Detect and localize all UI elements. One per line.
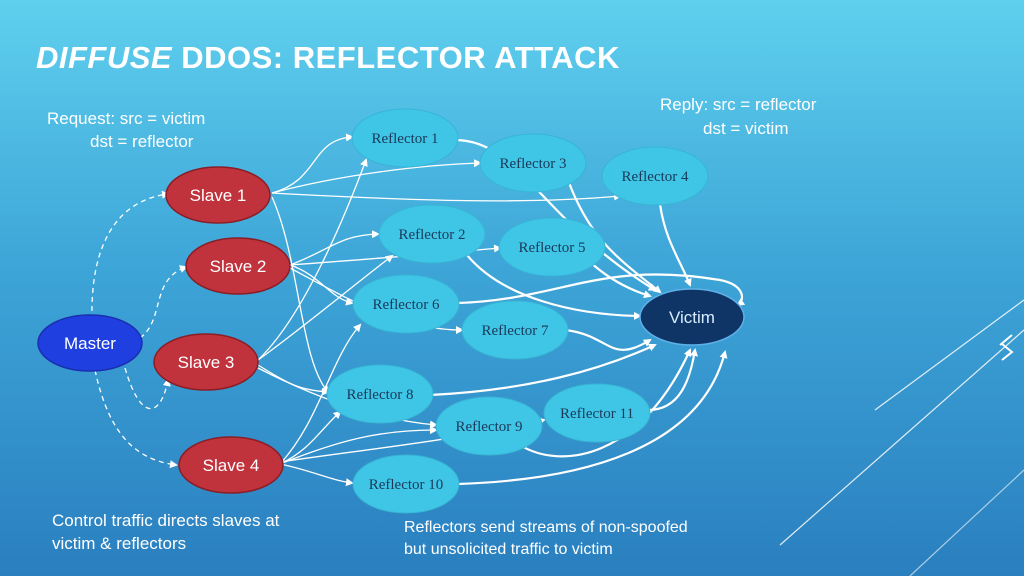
caption-left-line-2: victim & reflectors — [52, 534, 187, 553]
reflector-label-1: Reflector 1 — [371, 131, 438, 147]
reflector-node-10: Reflector 10 — [352, 454, 460, 514]
reflector-label-3: Reflector 3 — [499, 156, 566, 172]
slave-label-3: Slave 3 — [178, 353, 235, 372]
edge-master-slave3 — [124, 367, 171, 410]
reflector-node-11: Reflector 11 — [543, 383, 651, 443]
slave-nodes: Slave 1 Slave 2 Slave 3 Slave 4 — [153, 166, 291, 494]
reply-label: Reply: — [660, 95, 709, 114]
edge-s4-r9 — [279, 426, 438, 465]
victim-node: Victim — [639, 288, 745, 346]
reply-line-1: Reply: src = reflector — [660, 95, 816, 115]
edge-r9-victim — [519, 348, 692, 458]
request-src: src = victim — [119, 109, 206, 128]
request-label: Request: — [47, 109, 116, 128]
reflector-label-2: Reflector 2 — [398, 227, 465, 243]
slave-label-4: Slave 4 — [203, 456, 260, 475]
control-edges — [91, 190, 188, 469]
caption-right: Reflectors send streams of non-spoofed b… — [404, 517, 688, 561]
edge-s4-r6 — [279, 323, 362, 465]
edge-r3-victim — [566, 179, 662, 294]
reflector-label-6: Reflector 6 — [372, 297, 440, 313]
edge-master-slave4 — [94, 369, 178, 469]
master-node: Master — [37, 314, 143, 372]
reflector-label-4: Reflector 4 — [621, 169, 689, 185]
edge-r5-victim — [589, 261, 652, 299]
edge-s1-r1 — [271, 133, 354, 194]
edge-s1-r8 — [271, 196, 330, 394]
edge-s4-r10 — [279, 463, 354, 487]
edge-r7-victim — [564, 328, 652, 351]
reflector-label-11: Reflector 11 — [560, 406, 634, 422]
reflector-label-10: Reflector 10 — [369, 477, 444, 493]
reflector-node-6: Reflector 6 — [352, 274, 460, 334]
edge-r8-victim — [429, 343, 657, 397]
edge-r2-victim — [462, 249, 642, 320]
reflector-label-7: Reflector 7 — [481, 323, 549, 339]
edge-r4-victim — [658, 203, 692, 287]
slave-label-2: Slave 2 — [210, 257, 267, 276]
edge-s3-r1 — [257, 158, 368, 361]
edge-r10-victim — [457, 350, 728, 486]
reply-edges — [429, 138, 746, 486]
reflector-label-9: Reflector 9 — [455, 419, 522, 435]
edge-r6-victim — [457, 273, 746, 307]
reflector-node-1: Reflector 1 — [351, 108, 459, 168]
reflector-node-2: Reflector 2 — [378, 204, 486, 264]
edge-r11-victim — [647, 348, 698, 412]
request-line-1: Request: src = victim — [47, 109, 205, 129]
request-dst: dst = reflector — [90, 132, 194, 151]
edge-s4-r8 — [279, 410, 342, 465]
reflector-node-3: Reflector 3 — [479, 133, 587, 193]
slave-label-1: Slave 1 — [190, 186, 247, 205]
reflector-node-9: Reflector 9 — [435, 396, 543, 456]
victim-label: Victim — [669, 308, 715, 327]
edge-s2-r2 — [289, 230, 380, 266]
edge-s3-r8 — [257, 364, 330, 396]
reflector-node-8: Reflector 8 — [326, 364, 434, 424]
reflector-label-5: Reflector 5 — [518, 240, 585, 256]
master-label: Master — [64, 334, 116, 353]
edge-s3-r2 — [257, 254, 394, 361]
reply-dst: dst = victim — [703, 119, 789, 138]
edge-master-slave2 — [139, 265, 188, 339]
edge-master-slave1 — [91, 190, 170, 321]
title-italic: DIFFUSE — [36, 40, 173, 75]
reflector-nodes: Reflector 1 Reflector 3 Reflector 4 Refl… — [326, 108, 709, 514]
reply-src: src = reflector — [712, 95, 817, 114]
reflector-node-4: Reflector 4 — [601, 146, 709, 206]
caption-left-line-1: Control traffic directs slaves at — [52, 511, 280, 530]
slave-node-4: Slave 4 — [178, 436, 284, 494]
slide-title: DIFFUSE DDOS: REFLECTOR ATTACK — [36, 40, 620, 76]
edge-s1-r3 — [271, 159, 482, 194]
slave-node-2: Slave 2 — [185, 237, 291, 295]
caption-left: Control traffic directs slaves at victim… — [52, 509, 279, 555]
slave-node-1: Slave 1 — [165, 166, 271, 224]
reflector-label-8: Reflector 8 — [346, 387, 413, 403]
caption-right-line-1: Reflectors send streams of non-spoofed — [404, 519, 688, 536]
caption-right-line-2: but unsolicited traffic to victim — [404, 541, 613, 558]
reflector-node-7: Reflector 7 — [461, 300, 569, 360]
title-rest: DDOS: REFLECTOR ATTACK — [172, 40, 620, 75]
reflector-node-5: Reflector 5 — [498, 217, 606, 277]
edge-s1-r4 — [271, 192, 622, 202]
slave-node-3: Slave 3 — [153, 333, 259, 391]
